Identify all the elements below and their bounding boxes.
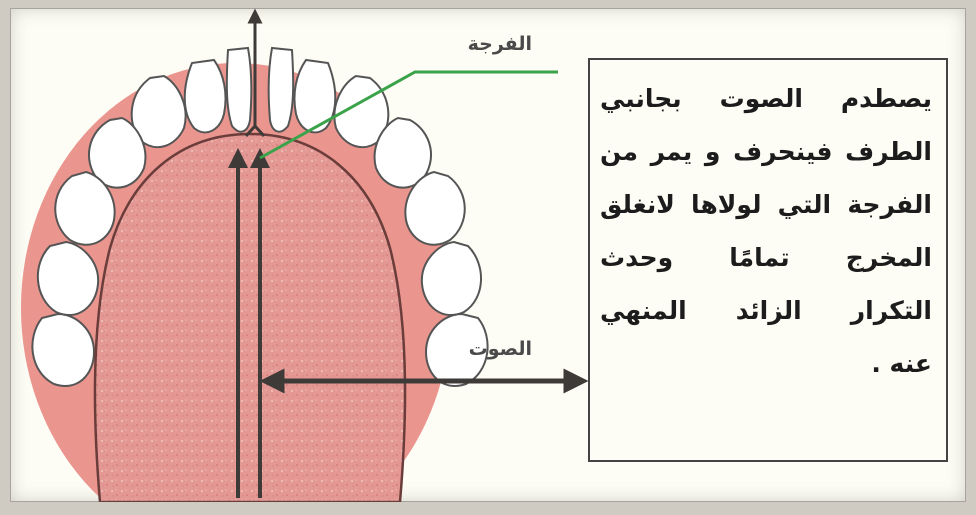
explanation-line-6: عنه .: [600, 337, 932, 390]
tongue: [95, 134, 405, 502]
explanation-line-4: المخرج تمامًا وحدث: [600, 231, 932, 284]
explanation-line-5: التكرار الزائد المنهي: [600, 284, 932, 337]
gap-label: الفرجة: [468, 33, 532, 55]
sound-label: الصوت: [469, 338, 532, 360]
illustration-panel: الفرجة الصوت يصطدم الصوت بجانبي الطرف في…: [10, 8, 966, 502]
explanation-line-1: يصطدم الصوت بجانبي: [600, 72, 932, 125]
explanation-line-3: الفرجة التي لولاها لانغلق: [600, 178, 932, 231]
explanation-line-2: الطرف فينحرف و يمر من: [600, 125, 932, 178]
explanation-box: يصطدم الصوت بجانبي الطرف فينحرف و يمر من…: [588, 58, 948, 462]
